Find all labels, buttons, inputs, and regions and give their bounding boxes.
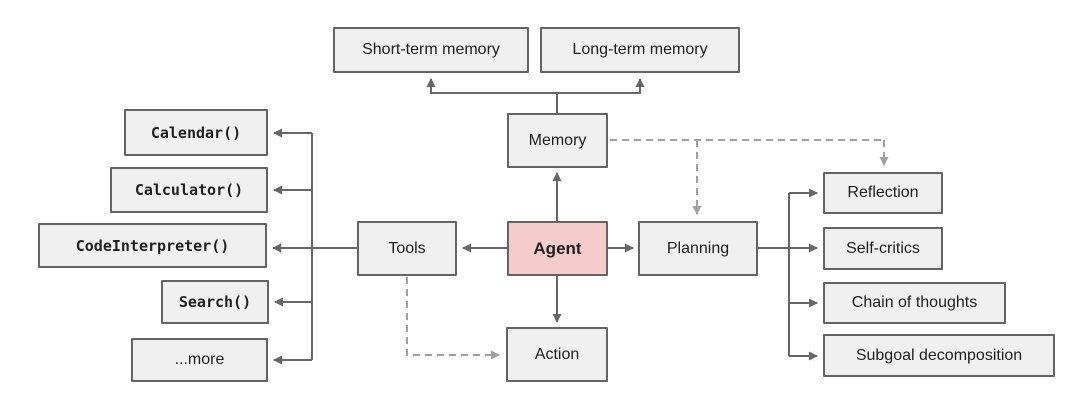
search-label: Search() — [178, 293, 252, 311]
calendar-label: Calendar() — [150, 123, 242, 142]
node-agent: Agent — [507, 221, 608, 276]
node-action: Action — [506, 327, 608, 382]
calculator-label: Calculator() — [134, 181, 244, 199]
more-label: ...more — [174, 351, 225, 368]
self-critics-label: Self-critics — [846, 239, 920, 257]
node-search: Search() — [161, 280, 269, 324]
short-term-memory-label: Short-term memory — [362, 41, 500, 58]
edge-memory-to-short-and-long-term — [426, 78, 645, 94]
chain-of-thoughts-label: Chain of thoughts — [851, 294, 978, 311]
subgoal-decomposition-label: Subgoal decomposition — [855, 346, 1023, 364]
dashed-edge-tools-to-action — [406, 277, 500, 360]
tools-label: Tools — [388, 239, 426, 257]
node-memory: Memory — [507, 113, 608, 168]
node-more: ...more — [131, 338, 268, 382]
node-reflection: Reflection — [823, 172, 943, 214]
node-calculator: Calculator() — [110, 167, 268, 213]
agent-label: Agent — [533, 238, 582, 258]
node-code-interpreter: CodeInterpreter() — [38, 223, 267, 268]
memory-label: Memory — [528, 131, 587, 149]
node-tools: Tools — [357, 221, 457, 276]
node-subgoal-decomposition: Subgoal decomposition — [823, 334, 1055, 377]
node-long-term-memory: Long-term memory — [540, 27, 740, 73]
node-self-critics: Self-critics — [823, 227, 943, 270]
node-chain-of-thoughts: Chain of thoughts — [823, 282, 1006, 324]
action-label: Action — [534, 345, 580, 363]
planning-label: Planning — [666, 239, 730, 257]
code-interpreter-label: CodeInterpreter() — [75, 236, 230, 255]
node-calendar: Calendar() — [124, 109, 268, 156]
reflection-label: Reflection — [847, 184, 919, 201]
node-short-term-memory: Short-term memory — [333, 27, 529, 73]
node-planning: Planning — [638, 221, 758, 276]
long-term-memory-label: Long-term memory — [572, 41, 708, 58]
